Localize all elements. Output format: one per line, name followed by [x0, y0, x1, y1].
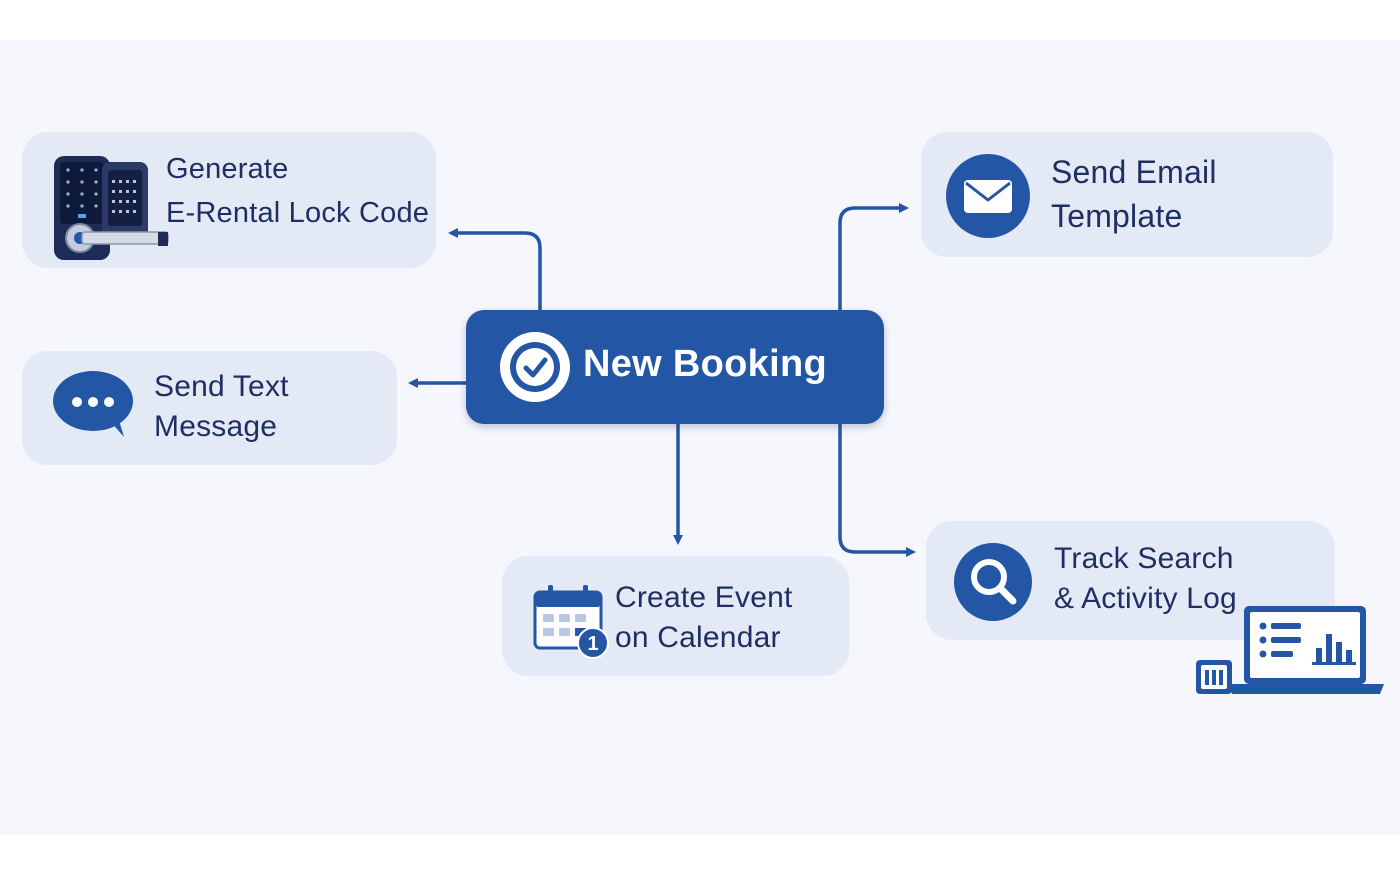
activity-log-label: Track Search & Activity Log — [1054, 542, 1237, 616]
text-message-label: Send Text Message — [154, 370, 289, 444]
email-template-card[interactable]: Send Email Template — [921, 132, 1333, 257]
text-message-card[interactable]: Send Text Message — [22, 351, 397, 465]
smart-lock-icon — [54, 156, 169, 260]
calendar-badge: 1 — [587, 633, 598, 655]
new-booking-label: New Booking — [583, 343, 827, 385]
lock-code-card[interactable]: Generate E-Rental Lock Code — [22, 132, 436, 268]
new-booking-node[interactable]: New Booking — [466, 310, 884, 424]
chat-bubble-icon — [53, 371, 133, 437]
check-circle-icon — [500, 332, 570, 402]
arrow-to-lock-code — [448, 228, 542, 312]
search-icon — [954, 543, 1032, 621]
calendar-event-label: Create Event on Calendar — [615, 581, 793, 655]
arrow-to-activity-log — [838, 422, 916, 557]
calendar-event-card[interactable]: 1 Create Event on Calendar — [502, 556, 849, 676]
arrow-to-email — [838, 203, 909, 312]
envelope-icon — [946, 154, 1030, 238]
lock-code-label: Generate E-Rental Lock Code — [166, 153, 430, 230]
email-template-label: Send Email Template — [1051, 154, 1217, 234]
calendar-icon: 1 — [533, 585, 609, 659]
laptop-dashboard-icon — [1196, 606, 1384, 694]
